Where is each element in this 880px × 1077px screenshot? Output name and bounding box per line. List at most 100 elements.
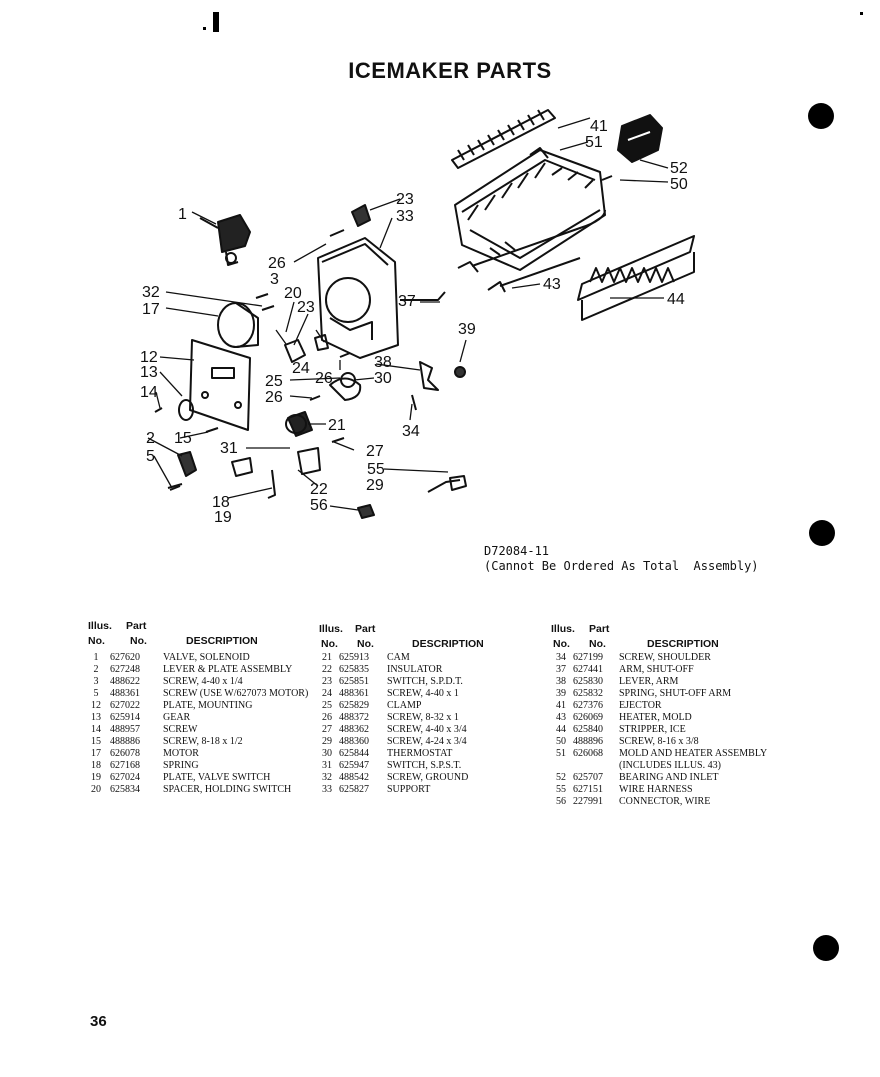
illus-number: 29: [322, 736, 332, 747]
mounting-plate-drawing: [189, 339, 251, 431]
part-number: 625707: [573, 772, 603, 783]
part-number: 488372: [339, 712, 369, 723]
callout-5: 3: [270, 271, 279, 288]
callout-27: 27: [366, 443, 384, 460]
illus-number: 21: [322, 652, 332, 663]
part-description: INSULATOR: [387, 664, 443, 675]
illus-number: 3: [93, 676, 99, 687]
header-part: Part: [355, 623, 376, 635]
table-row: 3 488622 SCREW, 4-40 x 1/4: [88, 676, 313, 688]
callout-14: 14: [140, 384, 158, 401]
part-description: ARM, SHUT-OFF: [619, 664, 694, 675]
callout-34: 34: [402, 423, 420, 440]
header-illus: Illus.: [88, 620, 112, 632]
header-illus-no: No.: [553, 638, 570, 650]
callout-52: 52: [670, 160, 688, 177]
header-illus-no: No.: [88, 635, 105, 647]
part-number: 627620: [110, 652, 140, 663]
part-number: 488361: [339, 688, 369, 699]
scan-mark-dot: [860, 12, 863, 15]
part-description: STRIPPER, ICE: [619, 724, 686, 735]
part-description: BEARING AND INLET: [619, 772, 719, 783]
leader-lines: [147, 117, 669, 511]
table-row: 18 627168 SPRING: [88, 760, 313, 772]
illus-number: 43: [556, 712, 566, 723]
part-description: SUPPORT: [387, 784, 431, 795]
icemaker-exploded-diagram: 1 23 33 41 51 52 50 43 44 26 3 32 17 20 …: [140, 109, 695, 526]
part-description: PLATE, VALVE SWITCH: [163, 772, 271, 783]
illus-number: 18: [91, 760, 101, 771]
illus-number: 24: [322, 688, 332, 699]
part-number: 488361: [110, 688, 140, 699]
valve-switch-plate-drawing: [231, 447, 321, 499]
part-number: 625830: [573, 676, 603, 687]
support-housing-drawing: [317, 237, 446, 359]
part-number: 625913: [339, 652, 369, 663]
binder-hole-middle: [809, 520, 835, 546]
part-description: MOLD AND HEATER ASSEMBLY (INCLUDES ILLUS…: [619, 748, 767, 771]
callout-21: 21: [328, 417, 346, 434]
callout-22: 22: [310, 481, 328, 498]
part-description: SWITCH, S.P.D.T.: [387, 676, 463, 687]
part-description: CAM: [387, 652, 410, 663]
illus-number: 25: [322, 700, 332, 711]
callout-44: 44: [667, 291, 685, 308]
illus-number: 12: [91, 700, 101, 711]
part-description: EJECTOR: [619, 700, 662, 711]
header-part: Part: [126, 620, 147, 632]
part-description: SPRING: [163, 760, 199, 771]
callout-2: 2: [146, 430, 155, 447]
part-number: 625851: [339, 676, 369, 687]
illus-number: 19: [91, 772, 101, 783]
illus-number: 30: [322, 748, 332, 759]
illus-number: 2: [93, 664, 99, 675]
header-illus-no: No.: [321, 638, 338, 650]
part-description: SCREW, SHOULDER: [619, 652, 711, 663]
part-description: VALVE, SOLENOID: [163, 652, 250, 663]
part-number: 627151: [573, 784, 603, 795]
binder-hole-bottom: [813, 935, 839, 961]
part-description: CONNECTOR, WIRE: [619, 796, 711, 807]
callout-13: 13: [140, 364, 158, 381]
part-number: 488896: [573, 736, 603, 747]
callout-numbers: 1 23 33 41 51 52 50 43 44 26 3 32 17 20 …: [140, 118, 688, 526]
switch-23-drawing: [351, 204, 371, 227]
illus-number: 27: [322, 724, 332, 735]
part-description: SCREW, GROUND: [387, 772, 469, 783]
illus-number: 56: [556, 796, 566, 807]
header-illus: Illus.: [319, 623, 343, 635]
part-description: SCREW, 8-32 x 1: [387, 712, 459, 723]
callout-26-c: 29: [366, 477, 384, 494]
illus-number: 38: [556, 676, 566, 687]
part-number: 227991: [573, 796, 603, 807]
callout-17: 17: [142, 301, 160, 318]
part-number: 625914: [110, 712, 140, 723]
drawing-reference: D72084-11: [484, 544, 550, 558]
part-number: 488957: [110, 724, 140, 735]
cam-drawing: [285, 414, 307, 434]
part-description: SCREW, 4-40 x 1/4: [163, 676, 243, 687]
part-number: 488622: [110, 676, 140, 687]
part-number: 627022: [110, 700, 140, 711]
callout-39: 39: [458, 321, 476, 338]
table-header: Illus. Part No. No. DESCRIPTION: [551, 620, 791, 652]
part-number: 627168: [110, 760, 140, 771]
header-description: DESCRIPTION: [412, 638, 484, 650]
part-description: SCREW, 4-40 x 1: [387, 688, 459, 699]
callout-30: 30: [374, 370, 392, 387]
callout-37: 37: [398, 293, 416, 310]
illus-number: 50: [556, 736, 566, 747]
ejector-drawing: [451, 109, 556, 169]
